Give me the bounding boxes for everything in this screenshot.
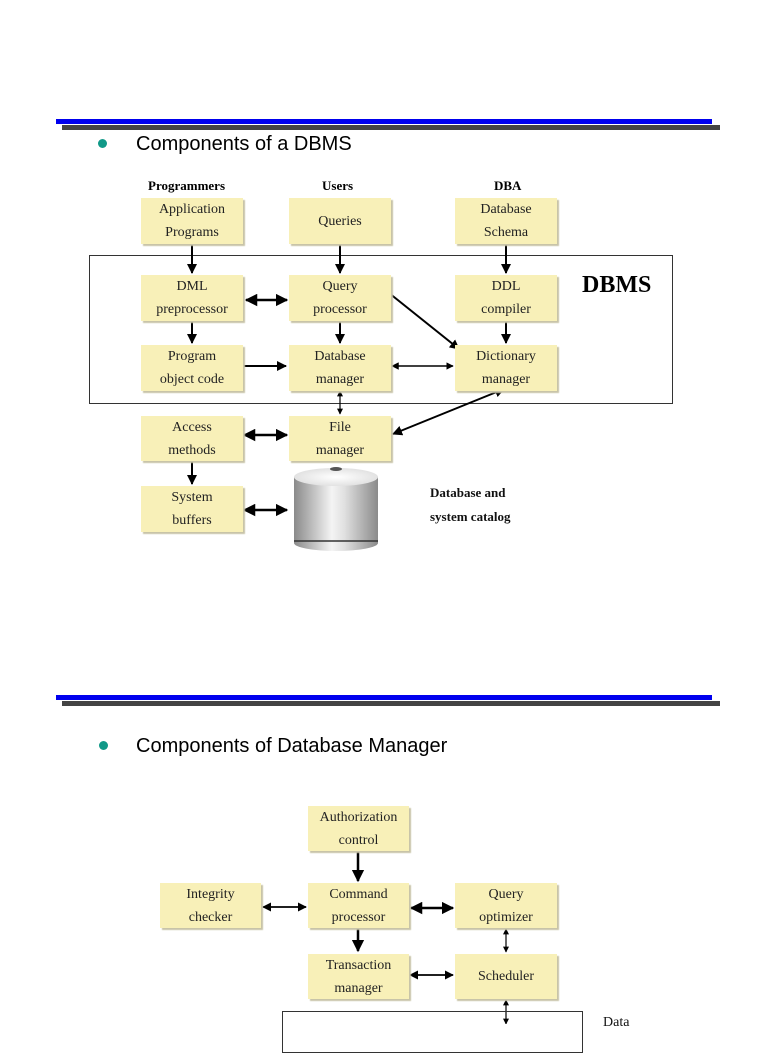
- bullet-icon: [98, 139, 107, 148]
- box-label-line: Application: [158, 202, 226, 217]
- bullet-icon: [99, 741, 108, 750]
- box-label-line: Program: [167, 349, 217, 364]
- box-ddl-compiler: DDL compiler: [455, 275, 557, 321]
- box-label-line: manager: [334, 980, 383, 996]
- box-label-line: File: [329, 419, 351, 435]
- box-file-manager: File manager: [289, 416, 391, 461]
- box-command-processor: Command processor: [308, 883, 409, 928]
- database-cylinder-icon: [294, 467, 378, 551]
- box-label-line: manager: [315, 442, 365, 458]
- header-rule-gray: [62, 701, 720, 706]
- box-label-line: control: [338, 832, 379, 848]
- box-label-line: methods: [168, 442, 216, 458]
- box-label-line: Database: [480, 202, 532, 217]
- box-label-line: Command: [329, 886, 388, 902]
- data-manager-frame: [282, 1011, 583, 1053]
- box-label-line: compiler: [481, 302, 531, 317]
- box-dictionary-manager: Dictionary manager: [455, 345, 557, 391]
- box-label-line: Scheduler: [478, 969, 534, 984]
- box-query-optimizer: Query optimizer: [455, 883, 557, 928]
- caption-line: system catalog: [430, 509, 511, 524]
- box-query-processor: Query processor: [289, 275, 391, 321]
- box-label-line: preprocessor: [156, 302, 228, 317]
- actor-users: Users: [322, 178, 354, 193]
- box-label-line: Query: [322, 279, 358, 294]
- arrow-qp-to-dict: [388, 292, 460, 350]
- box-authorization-control: Authorization control: [308, 806, 409, 851]
- box-label-line: Access: [172, 419, 212, 435]
- box-label-line: optimizer: [479, 909, 533, 925]
- box-label-line: object code: [159, 372, 225, 387]
- caption-line: Database and: [430, 485, 506, 500]
- box-label-line: Authorization: [319, 809, 398, 825]
- header-rule-blue: [56, 119, 712, 124]
- box-program-object-code: Program object code: [141, 345, 243, 391]
- box-label-line: DDL: [491, 279, 521, 294]
- box-integrity-checker: Integrity checker: [160, 883, 261, 928]
- box-label-line: checker: [188, 909, 233, 925]
- arrow-file-dict: [392, 387, 505, 436]
- box-label-line: buffers: [172, 513, 212, 528]
- storage-caption: Database and system catalog: [430, 481, 511, 529]
- box-label-line: manager: [481, 372, 531, 387]
- data-manager-label-partial: Data: [603, 1015, 630, 1030]
- box-label-line: Integrity: [186, 886, 235, 902]
- box-transaction-manager: Transaction manager: [308, 954, 409, 999]
- box-label-line: Database: [314, 349, 366, 364]
- dbms-label: DBMS: [582, 272, 652, 298]
- box-label-line: manager: [315, 372, 365, 387]
- header-rule-gray: [62, 125, 720, 130]
- box-label-line: DML: [176, 279, 208, 294]
- dbms-frame: [89, 255, 673, 404]
- actor-programmers: Programmers: [148, 178, 226, 193]
- box-label-line: System: [171, 490, 213, 505]
- header-rule-blue: [56, 695, 712, 700]
- box-queries: Queries: [289, 198, 391, 244]
- box-label-line: Queries: [318, 213, 362, 229]
- box-database-schema: Database Schema: [455, 198, 557, 244]
- slide-heading: Components of Database Manager: [136, 735, 448, 757]
- box-access-methods: Access methods: [141, 416, 243, 461]
- box-label-line: processor: [331, 909, 386, 925]
- actor-dba: DBA: [494, 178, 522, 193]
- slide-heading: Components of a DBMS: [136, 133, 352, 155]
- box-application-programs: Application Programs: [141, 198, 243, 244]
- box-label-line: Programs: [165, 225, 219, 240]
- box-label-line: Query: [488, 886, 524, 902]
- box-scheduler: Scheduler: [455, 954, 557, 999]
- box-label-line: Transaction: [325, 957, 392, 973]
- box-dml-preprocessor: DML preprocessor: [141, 275, 243, 321]
- connector-layer: [187, 244, 511, 1024]
- box-label-line: processor: [313, 302, 367, 317]
- box-label-line: Dictionary: [476, 349, 536, 364]
- box-label-line: Schema: [483, 225, 529, 240]
- box-database-manager: Database manager: [289, 345, 391, 391]
- box-system-buffers: System buffers: [141, 486, 243, 532]
